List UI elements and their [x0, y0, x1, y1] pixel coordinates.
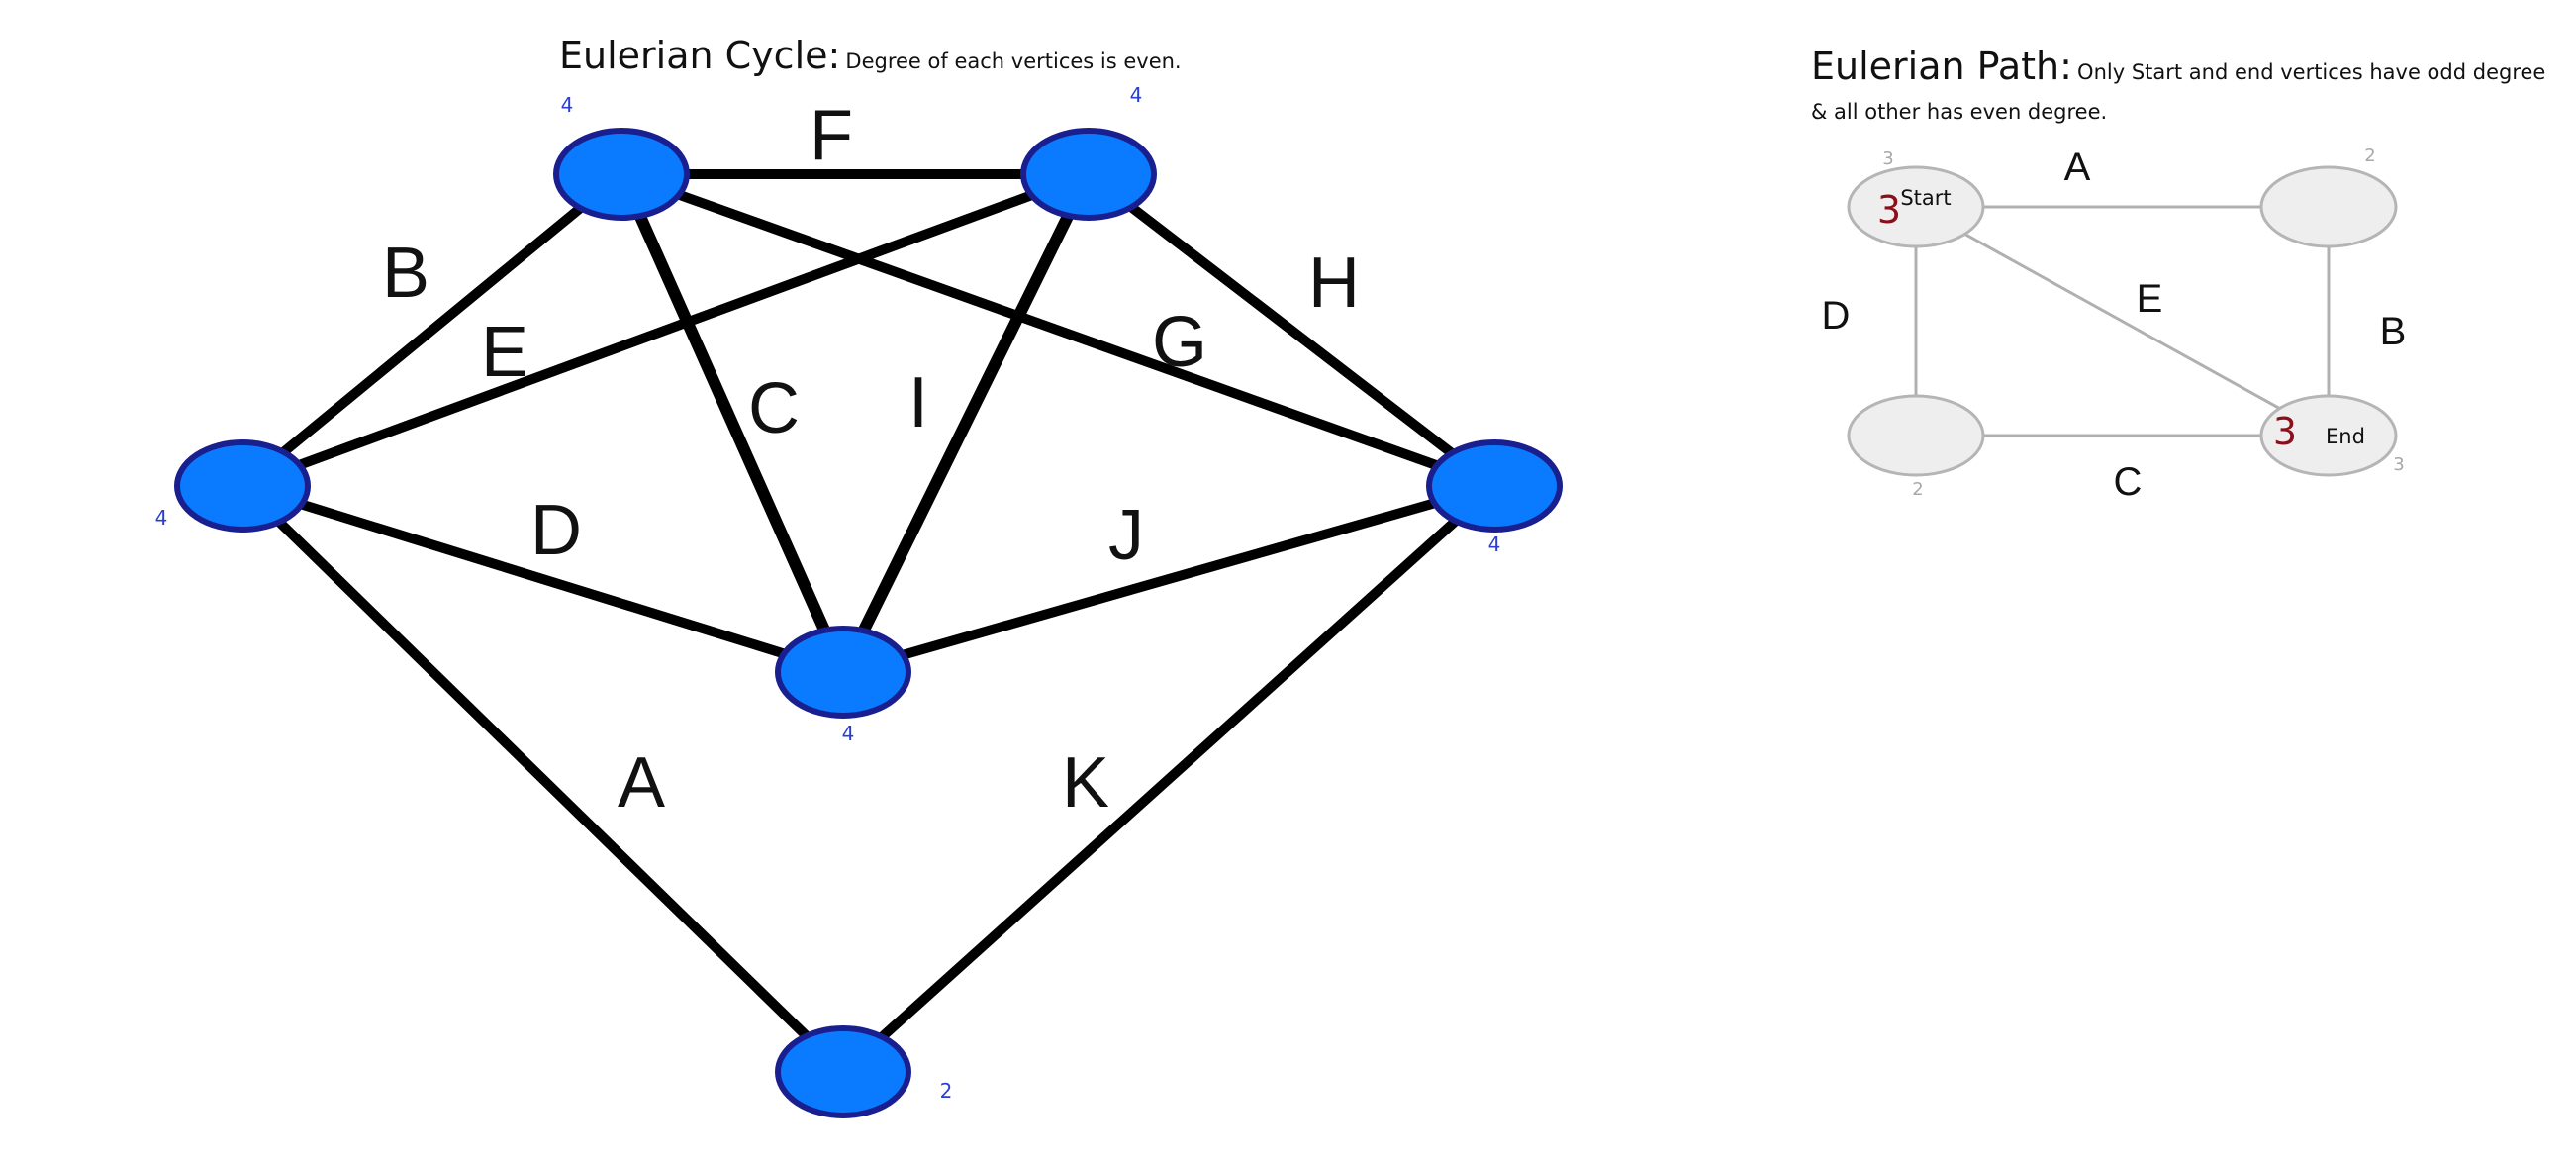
path-nodes: [1847, 165, 2398, 477]
cycle-vertex-degree-top-right: 4: [1130, 83, 1143, 107]
cycle-edge-e: [238, 169, 1094, 491]
path-end-degree-badge: 3: [2273, 410, 2297, 453]
cycle-edge-label-b: B: [382, 234, 429, 313]
cycle-vertex-bottom: [775, 1025, 911, 1118]
path-end-label: End: [2326, 425, 2365, 448]
cycle-heading: Eulerian Cycle: Degree of each vertices …: [559, 34, 1182, 77]
cycle-edge-g: [617, 169, 1499, 491]
cycle-vertex-degree-top-left: 4: [561, 93, 574, 117]
cycle-edge-a: [238, 481, 848, 1077]
path-vertex-degree-start: 3: [1882, 148, 1893, 169]
path-edge-e: [1915, 205, 2330, 437]
cycle-vertex-degree-left: 4: [155, 506, 168, 530]
cycle-edge-label-f: F: [810, 96, 853, 175]
path-edge-label-b: B: [2380, 310, 2407, 353]
path-start-label: Start: [1900, 186, 1951, 210]
cycle-edge-label-e: E: [481, 313, 528, 392]
cycle-edges: [238, 168, 1499, 1077]
path-edge-label-e: E: [2137, 277, 2163, 321]
path-vertex-start: [1847, 165, 1985, 248]
cycle-edge-b: [238, 169, 626, 491]
cycle-nodes: [174, 128, 1563, 1118]
cycle-edge-label-d: D: [530, 491, 582, 570]
cycle-vertex-degree-center: 4: [842, 722, 855, 745]
path-edges: [1914, 205, 2331, 437]
cycle-edge-d: [238, 481, 848, 677]
cycle-vertex-left: [174, 439, 311, 533]
cycle-title: Eulerian Cycle:: [559, 34, 841, 77]
cycle-edge-label-a: A: [618, 743, 665, 823]
cycle-edge-label-j: J: [1108, 496, 1144, 575]
cycle-edge-label-h: H: [1308, 243, 1360, 323]
path-edge-label-a: A: [2064, 146, 2091, 189]
cycle-vertex-degree-bottom: 2: [940, 1079, 953, 1103]
path-vertex-top-right: [2259, 165, 2398, 248]
cycle-edge-label-c: C: [748, 369, 800, 448]
cycle-vertex-right: [1426, 439, 1563, 533]
cycle-subtitle: Degree of each vertices is even.: [845, 49, 1182, 73]
path-vertex-bottom-left: [1847, 394, 1985, 477]
path-title: Eulerian Path:: [1811, 45, 2072, 88]
cycle-edge-label-g: G: [1152, 303, 1207, 382]
cycle-vertex-center: [775, 626, 911, 719]
path-edge-label-c: C: [2114, 460, 2143, 504]
cycle-vertex-degree-right: 4: [1488, 533, 1501, 556]
path-heading: Eulerian Path: Only Start and end vertic…: [1811, 38, 2563, 128]
cycle-edge-c: [616, 168, 849, 678]
cycle-labels: A B C D E F G H I J K 4 4 4 4 4 2: [155, 83, 1501, 1103]
path-vertex-degree-bottom-left: 2: [1912, 479, 1923, 500]
cycle-edge-i: [837, 168, 1095, 678]
path-vertex-end: [2259, 394, 2398, 477]
cycle-edge-label-k: K: [1062, 743, 1109, 823]
cycle-edge-j: [838, 481, 1499, 677]
path-edge-label-d: D: [1822, 294, 1851, 338]
path-subtitle: Only Start and end vertices have odd deg…: [1811, 60, 2546, 124]
path-vertex-degree-top-right: 2: [2364, 146, 2375, 166]
cycle-edge-h: [1084, 169, 1499, 491]
path-start-degree-badge: 3: [1877, 188, 1901, 232]
cycle-vertex-top-left: [553, 128, 690, 221]
path-vertex-degree-end: 3: [2393, 454, 2404, 475]
cycle-vertex-top-right: [1020, 128, 1157, 221]
cycle-edge-label-i: I: [908, 363, 928, 442]
cycle-edge-k: [838, 481, 1499, 1077]
